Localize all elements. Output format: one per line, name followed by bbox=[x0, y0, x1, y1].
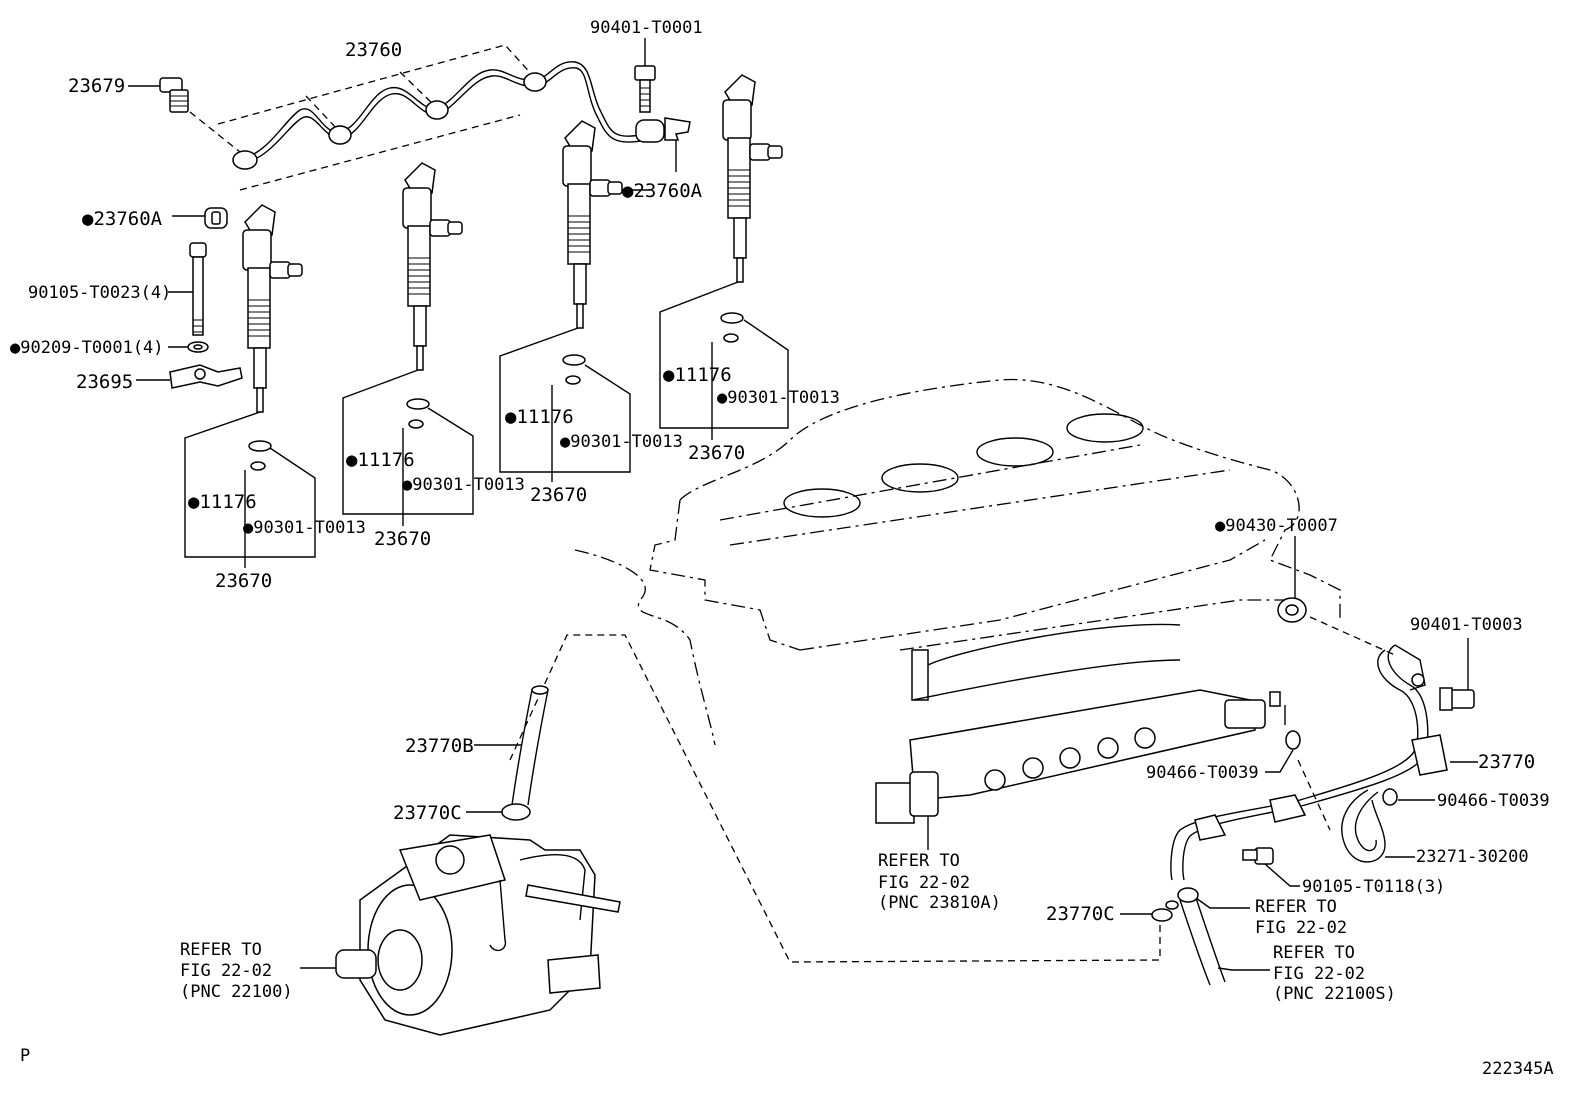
bolt-23679-icon bbox=[159, 77, 189, 113]
label-23670-a: 23670 bbox=[215, 570, 272, 592]
svg-text:(PNC 22100): (PNC 22100) bbox=[180, 982, 293, 1002]
label-90105-t0118: 90105-T0118(3) bbox=[1302, 877, 1445, 897]
label-23760a-left: ●23760A bbox=[82, 208, 163, 230]
svg-text:FIG 22-02: FIG 22-02 bbox=[878, 873, 970, 893]
refer-note-rail: REFER TO FIG 22-02 (PNC 23810A) bbox=[878, 851, 1001, 913]
label-23760a-right: ●23760A bbox=[622, 180, 703, 202]
label-90401-t0001: 90401-T0001 bbox=[590, 18, 703, 38]
refer-note-hose-mid: REFER TO FIG 22-02 bbox=[1255, 897, 1347, 938]
label-23679: 23679 bbox=[68, 75, 125, 97]
hose-23770b-icon bbox=[511, 685, 549, 806]
label-90466-t0039-b: 90466-T0039 bbox=[1437, 791, 1550, 811]
label-11176-b: ●11176 bbox=[346, 449, 415, 471]
kit-23670-c-bracket bbox=[499, 327, 631, 482]
svg-text:REFER TO: REFER TO bbox=[1255, 897, 1337, 917]
label-11176-c: ●11176 bbox=[505, 406, 574, 428]
label-23770: 23770 bbox=[1478, 751, 1535, 773]
washer-90209-t0001-icon bbox=[187, 341, 209, 353]
kit-23670-d-bracket bbox=[659, 281, 789, 440]
label-23770c-bottom: 23770C bbox=[1046, 903, 1115, 925]
clamp-23770c-top-icon bbox=[501, 803, 531, 821]
injector-3-icon bbox=[562, 120, 623, 329]
refer-note-pump: REFER TO FIG 22-02 (PNC 22100) bbox=[180, 940, 293, 1002]
svg-text:REFER TO: REFER TO bbox=[1273, 943, 1355, 963]
label-90301-t0013-a: ●90301-T0013 bbox=[243, 518, 366, 538]
label-23760: 23760 bbox=[345, 39, 402, 61]
return-pipe-23760 bbox=[189, 44, 665, 191]
bolt-90401-t0003-icon bbox=[1439, 687, 1475, 711]
injector-2-icon bbox=[402, 162, 463, 371]
engine-head-outline bbox=[574, 378, 1341, 746]
fuel-supply-pump-icon bbox=[335, 834, 621, 1036]
label-90301-t0013-c: ●90301-T0013 bbox=[560, 432, 683, 452]
bolt-90401-t0001-icon bbox=[634, 65, 656, 113]
label-90301-t0013-b: ●90301-T0013 bbox=[402, 475, 525, 495]
label-23670-c: 23670 bbox=[530, 484, 587, 506]
fuel-hose-lower-icon bbox=[1165, 887, 1226, 986]
hose-23271-30200-icon bbox=[1341, 789, 1386, 863]
pipe-23770-icon bbox=[1170, 644, 1448, 881]
injector-1-icon bbox=[242, 204, 303, 413]
label-23770c-top: 23770C bbox=[393, 802, 462, 824]
svg-text:(PNC 22100S): (PNC 22100S) bbox=[1273, 984, 1396, 1004]
label-23670-b: 23670 bbox=[374, 528, 431, 550]
label-90401-t0003: 90401-T0003 bbox=[1410, 615, 1523, 635]
label-11176-a: ●11176 bbox=[188, 491, 257, 513]
clip-90466-t0039-a-icon bbox=[1285, 730, 1301, 750]
svg-text:FIG 22-02: FIG 22-02 bbox=[1255, 918, 1347, 938]
figure-code: 222345A bbox=[1482, 1059, 1554, 1079]
refer-note-hose-bottom: REFER TO FIG 22-02 (PNC 22100S) bbox=[1273, 943, 1396, 1004]
svg-text:REFER TO: REFER TO bbox=[878, 851, 960, 871]
label-90466-t0039-a: 90466-T0039 bbox=[1146, 763, 1259, 783]
clamp-23770c-bottom-icon bbox=[1151, 908, 1173, 922]
label-11176-d: ●11176 bbox=[663, 364, 732, 386]
label-23670-d: 23670 bbox=[688, 442, 745, 464]
common-rail-icon bbox=[875, 623, 1281, 824]
gasket-23760a-left-icon bbox=[204, 207, 228, 229]
svg-text:FIG 22-02: FIG 22-02 bbox=[1273, 964, 1365, 984]
plug-90430-t0007-icon bbox=[1277, 597, 1307, 623]
injector-4-icon bbox=[722, 74, 783, 283]
kit-23670-a-bracket bbox=[184, 411, 316, 568]
clip-90466-t0039-b-icon bbox=[1382, 788, 1398, 806]
svg-text:(PNC 23810A): (PNC 23810A) bbox=[878, 893, 1001, 913]
footer-letter: P bbox=[20, 1046, 30, 1066]
bolt-90105-t0023-icon bbox=[189, 242, 207, 336]
svg-text:REFER TO: REFER TO bbox=[180, 940, 262, 960]
clamp-23695-icon bbox=[169, 364, 243, 389]
bolt-90105-t0118-icon bbox=[1242, 847, 1274, 865]
label-23770b: 23770B bbox=[405, 735, 474, 757]
label-23271-30200: 23271-30200 bbox=[1416, 847, 1529, 867]
label-90105-t0023: 90105-T0023(4) bbox=[28, 283, 171, 303]
label-90209-t0001: ●90209-T0001(4) bbox=[10, 338, 164, 358]
gasket-23760a-right-icon bbox=[664, 117, 691, 141]
label-90430-t0007: ●90430-T0007 bbox=[1215, 516, 1338, 536]
svg-text:FIG 22-02: FIG 22-02 bbox=[180, 961, 272, 981]
kit-23670-b-bracket bbox=[342, 369, 474, 526]
label-23695: 23695 bbox=[76, 371, 133, 393]
label-90301-t0013-d: ●90301-T0013 bbox=[717, 388, 840, 408]
